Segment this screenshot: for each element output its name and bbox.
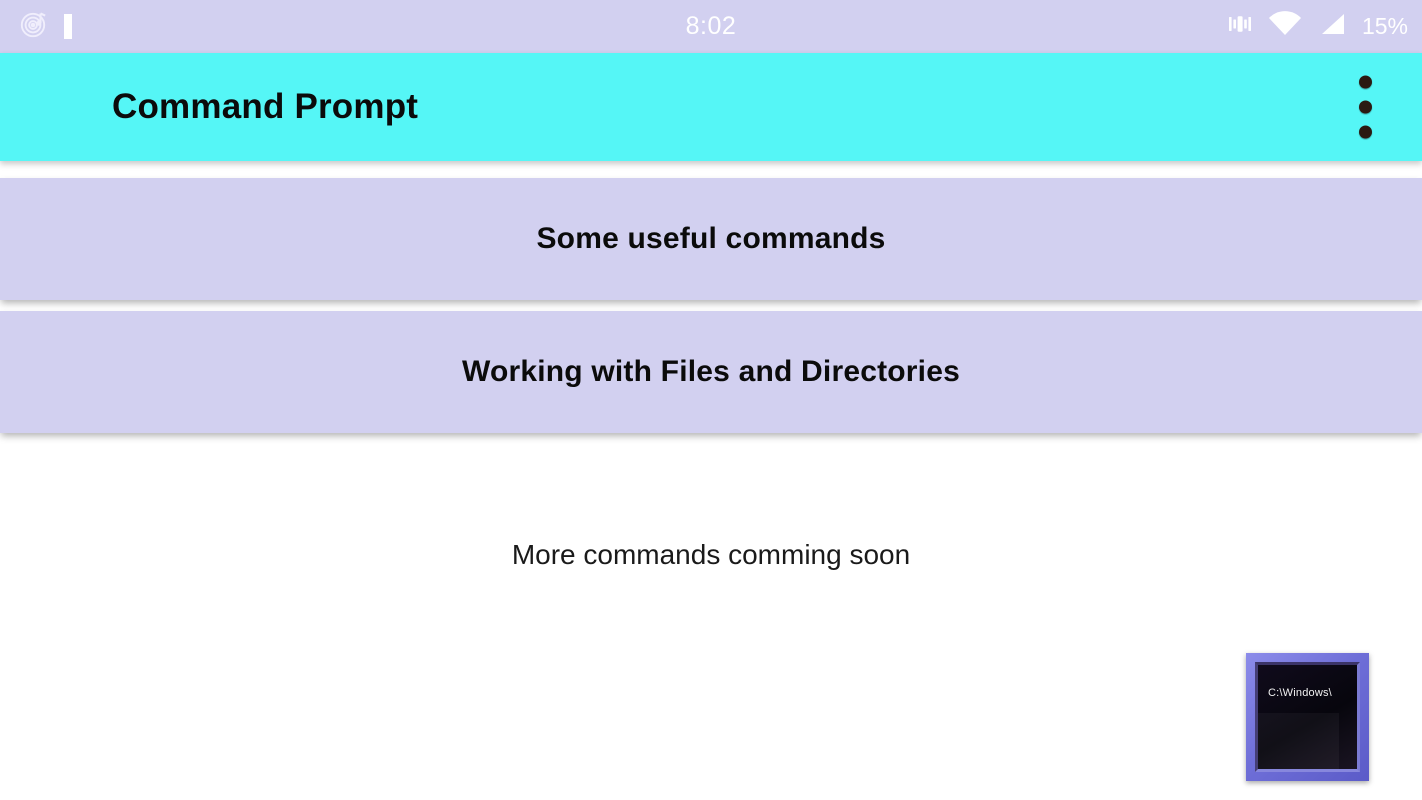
list-item-some-useful-commands[interactable]: Some useful commands: [0, 178, 1422, 300]
status-bar-clock: 8:02: [685, 12, 737, 40]
status-bar-right-icons: 15%: [1227, 11, 1408, 42]
more-options-dot: [1359, 125, 1372, 139]
battery-percentage-label: 15%: [1361, 13, 1408, 39]
more-options-dot: [1359, 100, 1372, 114]
status-bar-left-icons: [0, 9, 72, 44]
cellular-signal-icon: [1317, 11, 1347, 42]
list-item-label: Some useful commands: [536, 222, 886, 255]
app-bar-title: Command Prompt: [112, 87, 419, 126]
screenshot-square-icon: [64, 13, 72, 39]
command-prompt-screen: C:\Windows\: [1255, 662, 1360, 772]
wifi-icon: [1268, 11, 1302, 42]
command-prompt-icon: C:\Windows\: [1246, 653, 1369, 781]
vibrate-icon: [1227, 11, 1253, 42]
list-item-working-with-files-and-directories[interactable]: Working with Files and Directories: [0, 311, 1422, 433]
status-bar: 8:02: [0, 0, 1422, 53]
more-options-icon[interactable]: [1351, 70, 1380, 145]
app-bar: Command Prompt: [0, 53, 1422, 161]
more-options-dot: [1359, 75, 1372, 89]
main-content: Some useful commands Working with Files …: [0, 161, 1422, 800]
coming-soon-note: More commands comming soon: [511, 539, 911, 570]
music-note-icon: [20, 9, 50, 44]
list-item-label: Working with Files and Directories: [461, 355, 960, 388]
command-prompt-path-text: C:\Windows\: [1268, 687, 1332, 699]
